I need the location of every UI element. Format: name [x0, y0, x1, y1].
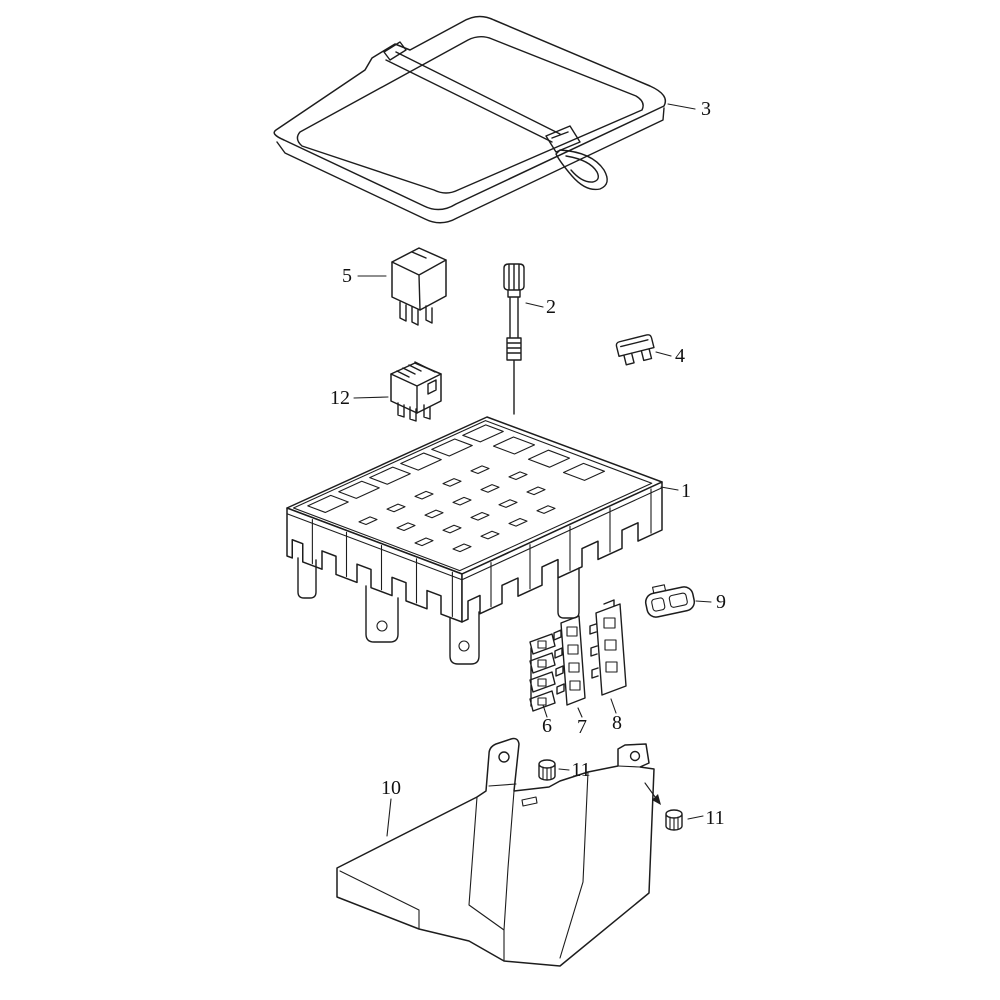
part-label-12: 12 — [330, 387, 350, 409]
cover-thickness-edge — [277, 108, 664, 223]
cover-latch-loop — [556, 150, 607, 189]
micro-relay-body — [391, 363, 441, 413]
connector-cavity — [669, 593, 688, 608]
part-label-11-lower: 11 — [705, 807, 724, 829]
leader-lines — [354, 104, 711, 836]
bracket-outline — [337, 739, 654, 966]
nut-part-upper — [538, 759, 556, 781]
bracket-hole — [499, 752, 509, 762]
part-label-7: 7 — [577, 716, 587, 738]
foot-hole — [459, 641, 469, 651]
nut-part-lower — [665, 809, 683, 831]
part-label-1: 1 — [681, 480, 691, 502]
micro-relay-part — [391, 362, 441, 421]
blade-fuse-body — [616, 334, 657, 366]
terminal-strip-part — [554, 616, 585, 705]
relay-pins — [400, 302, 432, 325]
terminal-stack-plates — [530, 634, 555, 711]
relay-part — [392, 248, 446, 325]
terminal-strip-body — [554, 616, 585, 705]
bracket-part — [337, 739, 654, 966]
pin-part — [504, 264, 524, 414]
connector-clip — [653, 585, 666, 593]
leader-arrowhead — [652, 794, 661, 805]
blade-fuse-part — [616, 334, 657, 366]
pin-shaft — [507, 290, 521, 414]
fuse-slots — [359, 461, 583, 556]
part-label-10: 10 — [381, 777, 401, 799]
fuse-carrier-top-details — [294, 421, 652, 571]
cover-inner-rim — [297, 37, 643, 193]
relay-sockets — [308, 425, 607, 552]
terminal-block-cells — [604, 618, 617, 672]
part-label-6: 6 — [542, 715, 552, 737]
cover-part — [274, 16, 665, 222]
terminal-stack-cells — [538, 641, 546, 705]
terminal-stack-part — [530, 634, 555, 711]
bracket-hole — [631, 752, 640, 761]
relay-edges — [392, 252, 446, 310]
bracket-folds — [340, 766, 640, 961]
mounting-feet — [298, 558, 579, 664]
part-label-11-upper: 11 — [571, 759, 590, 781]
cover-outline — [274, 16, 665, 209]
terminal-block-part — [590, 600, 626, 695]
part-label-3: 3 — [701, 98, 711, 120]
foot-hole — [377, 621, 387, 631]
top-rim — [294, 421, 652, 571]
part-label-4: 4 — [675, 345, 685, 367]
fuse-carrier-part — [287, 417, 662, 664]
micro-relay-detail — [391, 362, 441, 421]
pin-cap — [504, 264, 524, 290]
part-label-2: 2 — [546, 296, 556, 318]
terminal-strip-cells — [567, 627, 580, 690]
connector-part — [643, 579, 696, 618]
part-label-8: 8 — [612, 712, 622, 734]
part-label-9: 9 — [716, 591, 726, 613]
connector-cavity — [651, 597, 665, 611]
part-label-5: 5 — [342, 265, 352, 287]
cover-strap — [384, 42, 560, 142]
cover-latch — [546, 126, 580, 152]
terminal-block-body — [590, 600, 626, 695]
